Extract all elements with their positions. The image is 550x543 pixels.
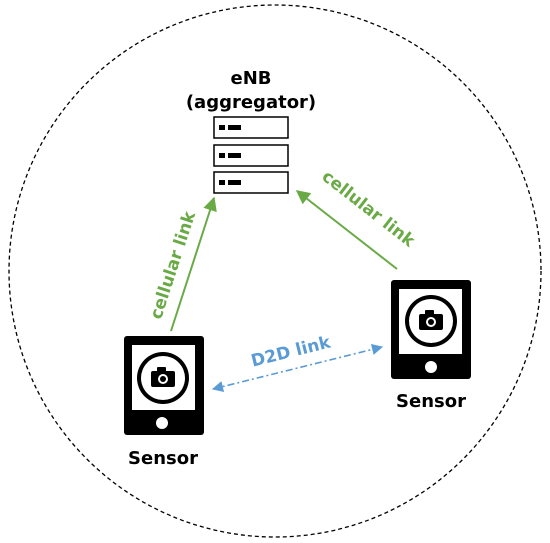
enb-role-label: (aggregator) (186, 92, 316, 113)
server-stack-icon (213, 116, 289, 194)
camera-icon (419, 310, 443, 330)
camera-icon (151, 367, 175, 387)
right-sensor-phone (391, 280, 471, 379)
right-cellular-link-label: cellular link (318, 167, 419, 252)
enb-name-label: eNB (231, 68, 272, 89)
d2d-link-label: D2D link (249, 332, 333, 371)
right-cellular-link-arrow (295, 190, 398, 270)
left-sensor-phone (124, 336, 204, 435)
left-sensor-label: Sensor (128, 448, 198, 469)
right-sensor-label: Sensor (396, 391, 466, 412)
d2d-link-arrow (211, 343, 384, 393)
coverage-area-circle (8, 4, 542, 538)
left-cellular-link-arrow (170, 196, 217, 332)
